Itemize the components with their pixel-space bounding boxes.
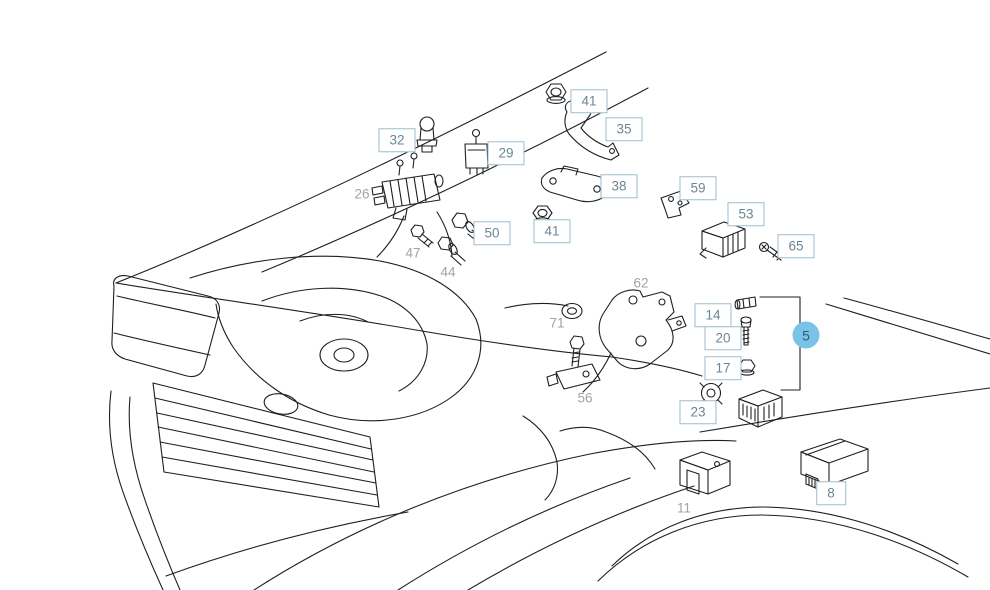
part-label-41b[interactable]: 41: [533, 219, 571, 243]
part-label-11[interactable]: 11: [676, 500, 692, 516]
part-62-bracket-drawing: [598, 289, 687, 370]
part-71-grommet-drawing: [561, 302, 583, 320]
part-label-44[interactable]: 44: [440, 264, 456, 280]
part-26-valve-block-drawing: [371, 152, 444, 221]
part-23-grommet-drawing: [699, 382, 723, 405]
part-20-screw-drawing: [740, 316, 752, 346]
part-label-62[interactable]: 62: [633, 275, 649, 291]
part-label-26[interactable]: 26: [354, 186, 370, 202]
part-label-59[interactable]: 59: [679, 176, 717, 200]
part-label-35[interactable]: 35: [605, 117, 643, 141]
engine-bay-details: [189, 211, 656, 501]
part-label-38[interactable]: 38: [600, 174, 638, 198]
part-label-14[interactable]: 14: [694, 303, 732, 327]
part-drawings: [371, 83, 869, 495]
part-label-65[interactable]: 65: [777, 234, 815, 258]
part-53-relay-drawing: [699, 221, 746, 259]
part-47-bolt-drawing: [410, 224, 434, 248]
part-label-71[interactable]: 71: [549, 315, 565, 331]
part-label-20[interactable]: 20: [704, 326, 742, 350]
part-label-32[interactable]: 32: [378, 128, 416, 152]
part-label-23[interactable]: 23: [679, 400, 717, 424]
part-11-bracket-drawing: [679, 451, 731, 495]
part-56-sensor-drawing: [546, 335, 601, 390]
part-41a-nut-drawing: [545, 83, 567, 104]
part-5-module-drawing: [738, 389, 783, 428]
part-label-29[interactable]: 29: [487, 141, 525, 165]
part-14-spacer-drawing: [734, 296, 757, 310]
part-label-56[interactable]: 56: [577, 390, 593, 406]
part-44-bolt-drawing: [437, 236, 466, 266]
part-label-53[interactable]: 53: [727, 202, 765, 226]
part-label-41a[interactable]: 41: [570, 89, 608, 113]
part-label-17[interactable]: 17: [704, 356, 742, 380]
part-32-sensor-drawing: [416, 116, 438, 153]
part-label-47[interactable]: 47: [405, 245, 421, 261]
part-label-5[interactable]: 5: [792, 321, 820, 349]
car-body-outline: [108, 51, 990, 590]
part-label-50[interactable]: 50: [473, 221, 511, 245]
part-label-8[interactable]: 8: [816, 481, 846, 505]
